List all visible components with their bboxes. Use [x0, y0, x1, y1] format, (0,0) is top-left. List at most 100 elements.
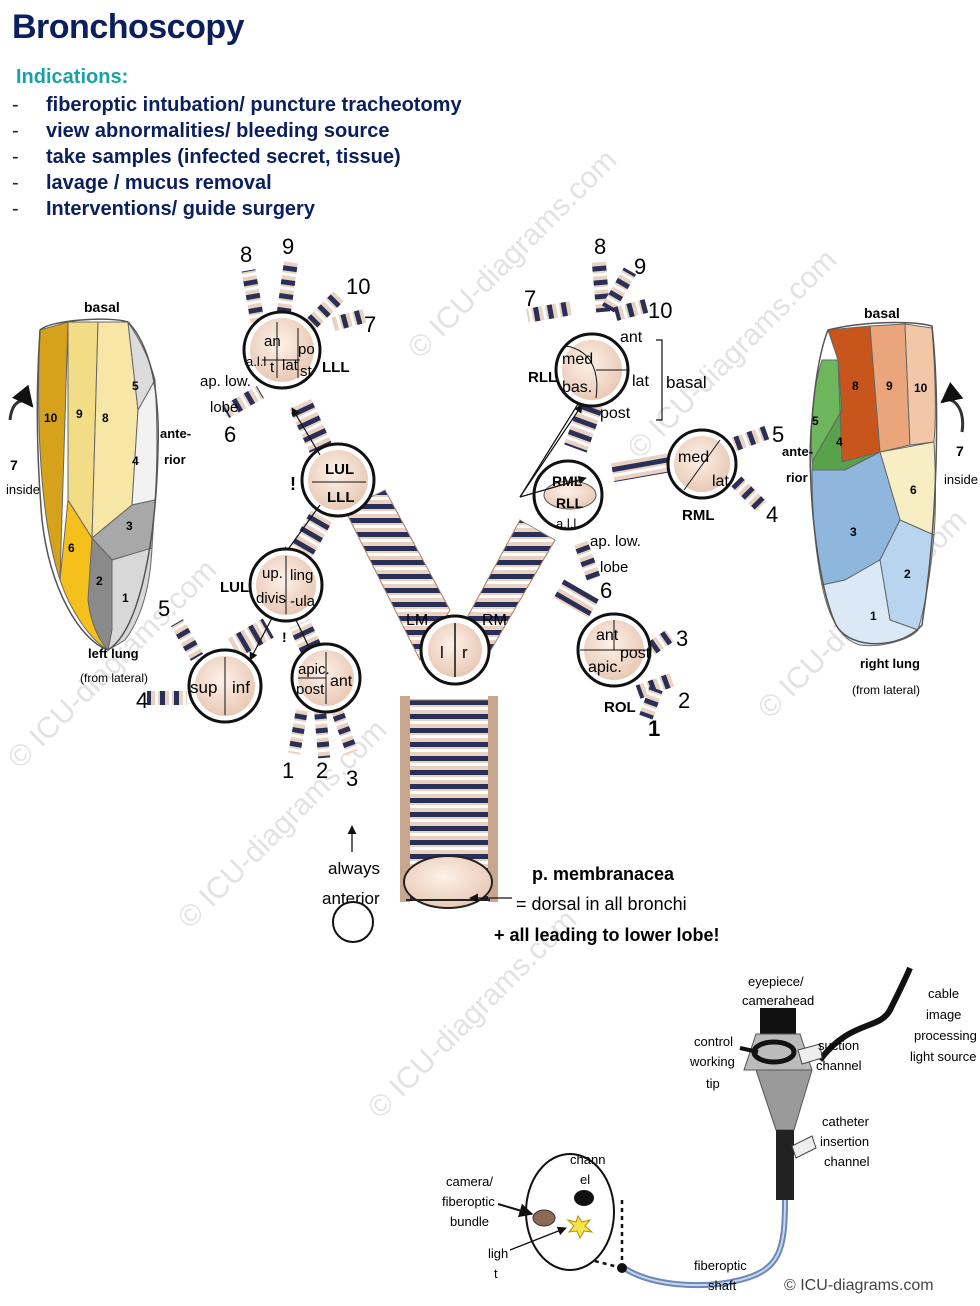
seg-num: 3 [346, 766, 358, 791]
orientation-legend: always anterior [322, 825, 380, 943]
suction-label-2: channel [816, 1058, 862, 1073]
pointer-line [519, 403, 579, 498]
camera-label: camera/ [446, 1174, 493, 1189]
fiberoptic-bundle-icon [532, 1209, 556, 1227]
lul-ant: ant [330, 673, 353, 690]
seg-num: 2 [678, 688, 690, 713]
pointer-arrow [291, 407, 321, 456]
catheter-label: catheter [822, 1114, 870, 1129]
seg-label: 2 [904, 567, 911, 581]
carina-disc: l r [419, 614, 491, 686]
rll-segment-disc: med bas. ant lat post basal RLL [528, 329, 707, 422]
rol-ant: ant [596, 627, 619, 644]
seg-label: 8 [102, 411, 109, 425]
lll-st: st [300, 363, 313, 380]
seg-num: 9 [282, 234, 294, 259]
seg-num: 8 [594, 234, 606, 259]
rll-lat: lat [632, 373, 649, 390]
eyepiece-label-2: camerahead [742, 993, 814, 1008]
lul-superior-disc: sup inf [187, 648, 263, 724]
right-lung-caption: right lung [860, 656, 920, 671]
trachea [400, 696, 498, 909]
lll-label: LLL [322, 359, 350, 376]
seg-num: 7 [524, 286, 536, 311]
rll-ant: ant [620, 329, 643, 346]
channel-icon [574, 1190, 594, 1206]
cable-icon [817, 966, 913, 1062]
camera-label-2: fiberoptic [442, 1194, 495, 1209]
ap-low-right-label: ap. low. [590, 533, 641, 550]
lul-sup: sup [190, 678, 217, 697]
seg-label: 3 [850, 525, 857, 539]
bronchoscope-illustration: eyepiece/ camerahead cable image process… [442, 966, 977, 1293]
indication-item: -lavage / mucus removal [12, 172, 272, 194]
segment-numbers: 8 9 10 7 6 5 4 1 2 3 8 9 7 10 5 4 6 3 2 … [136, 234, 784, 791]
seg-num: 6 [224, 422, 236, 447]
eyepiece-label: eyepiece/ [748, 974, 804, 989]
seg-num: 4 [136, 688, 148, 713]
cable-label: cable [928, 986, 959, 1001]
seg-label: 1 [870, 609, 877, 623]
seg-num: 3 [676, 626, 688, 651]
control-label-2: working [689, 1054, 735, 1069]
lul-lll-disc: LUL LLL ! [290, 442, 376, 518]
rm-label: RM [482, 612, 507, 629]
lll-segment-disc: an t a.l.l lat po st LLL [242, 310, 350, 390]
seg-num: 5 [158, 596, 170, 621]
lul-disc: up. divis ling -ula LUL ! [220, 547, 324, 645]
lul-label: LUL [325, 461, 354, 478]
seg-label: 1 [122, 591, 129, 605]
lll-sub-label: LLL [327, 489, 355, 506]
rll-med: med [562, 351, 593, 368]
membranacea-line3: + all leading to lower lobe! [494, 925, 720, 945]
right-lung-seven: 7 [956, 443, 964, 459]
indications-heading: Indications: [16, 66, 129, 88]
left-lung-caption: left lung [88, 646, 139, 661]
rll-bas: bas. [562, 379, 592, 396]
shaft-label-2: shaft [708, 1278, 737, 1293]
indication-item: -view abnormalities/ bleeding source [12, 120, 390, 142]
channel-label: chann [570, 1152, 605, 1167]
light-label-2: t [494, 1266, 498, 1281]
left-lung-inside: inside [6, 482, 40, 497]
seg-label: 9 [886, 379, 893, 393]
warning-mark: ! [282, 629, 287, 645]
indication-item: -fiberoptic intubation/ puncture tracheo… [12, 94, 462, 116]
rll-sub-label: RLL [556, 495, 584, 511]
left-main-bronchus: LM [344, 489, 451, 662]
watermark: © ICU-diagrams.com [622, 243, 844, 465]
left-lung-anterior: ante- [160, 426, 191, 441]
lll-t: t [270, 359, 275, 376]
seg-num: 8 [240, 242, 252, 267]
lul-up: up. [262, 565, 283, 582]
membranacea-line2: = dorsal in all bronchi [516, 894, 687, 914]
rol-post: post [620, 645, 651, 662]
bronchial-tree: LM RM l r [136, 234, 784, 909]
rml-disc: med lat RML [666, 428, 738, 524]
lul-ula: -ula [290, 593, 316, 610]
pointer-arrow [497, 1203, 534, 1218]
channel-label-2: el [580, 1172, 590, 1187]
rol-label: ROL [604, 699, 636, 716]
rll-post: post [600, 405, 631, 422]
watermark: © ICU-diagrams.com [402, 143, 624, 365]
rll-basal: basal [666, 373, 707, 392]
pointer-arrow [249, 617, 273, 661]
right-lung-anterior: ante- [782, 444, 813, 459]
warning-mark: ! [290, 474, 296, 494]
seg-label: 8 [852, 379, 859, 393]
cable-label-4: light source [910, 1049, 976, 1064]
pointer-arrow [509, 1226, 567, 1251]
lul-apic: apic. [298, 661, 330, 678]
rol-apic: apic. [588, 659, 622, 676]
catheter-icon [776, 1130, 794, 1200]
seg-num: 7 [364, 312, 376, 337]
seg-label: 5 [132, 379, 139, 393]
carina-right: r [462, 643, 468, 662]
lul-divis: divis [256, 590, 286, 607]
left-lung-illustration: basal 10 9 8 5 4 3 6 2 1 ante- rior 7 in… [6, 299, 191, 685]
shaft-label: fiberoptic [694, 1258, 747, 1273]
lul-inf: inf [232, 678, 250, 697]
seg-num: 9 [634, 254, 646, 279]
